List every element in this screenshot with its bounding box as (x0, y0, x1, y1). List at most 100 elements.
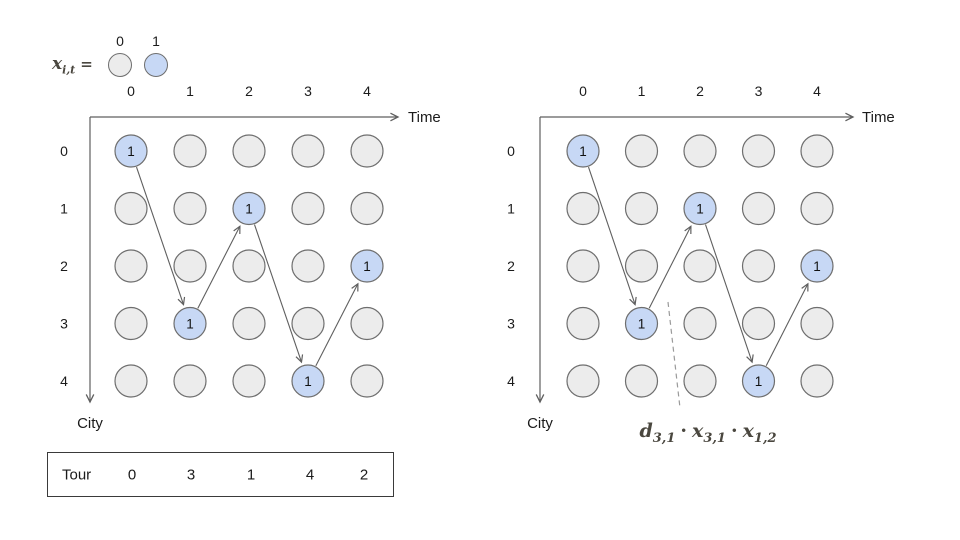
cell-city4-time0 (566, 364, 600, 398)
city-tick-2: 2 (60, 258, 68, 274)
time-tick-4: 4 (363, 83, 371, 99)
xit-legend: xi,t= 0 1 (0, 0, 200, 85)
term-subscript: 1,2 (753, 430, 777, 446)
cell-city4-time1 (624, 364, 659, 398)
formula-term-x31: x3,1 (692, 420, 726, 446)
equals-sign: = (80, 55, 93, 73)
time-tick-0: 0 (127, 83, 135, 99)
cell-city0-time1 (173, 134, 207, 168)
time-tick-3: 3 (304, 83, 312, 99)
cell-city3-time4 (350, 306, 384, 341)
cell-city3-time2 (232, 306, 266, 341)
cell-city2-time1 (173, 249, 207, 283)
cell-city1-time2 (232, 191, 266, 226)
city-tick-3: 3 (507, 316, 515, 332)
cell-city2-time4 (800, 249, 834, 283)
cell-city3-time0 (114, 306, 148, 341)
cell-city1-time0 (566, 191, 600, 226)
cell-city0-time4 (350, 134, 384, 168)
term-subscript: 3,1 (652, 430, 676, 446)
cell-value-city1-time2: 1 (696, 202, 704, 217)
term-subscript: 3,1 (703, 430, 726, 446)
cell-city3-time0 (566, 306, 600, 341)
formula-term-x12: x1,2 (742, 420, 777, 446)
cell-city2-time4 (350, 249, 384, 283)
cell-city4-time3 (291, 364, 325, 398)
tour-value-3: 4 (305, 466, 315, 483)
cell-city1-time2 (683, 191, 717, 226)
term-base: x (692, 420, 704, 442)
city-axis-label: City (527, 415, 553, 432)
cell-city2-time3 (741, 249, 776, 283)
tour-value-2: 1 (246, 466, 256, 483)
cell-city3-time4 (800, 306, 834, 341)
xit-variable: xi,t= (52, 54, 93, 76)
cell-value-city1-time2: 1 (245, 202, 253, 217)
annotation-pointer-line (667, 301, 681, 409)
cell-city3-time2 (683, 306, 717, 341)
tour-arrow-3 (315, 282, 359, 367)
tour-value-1: 3 (186, 466, 196, 483)
cell-city1-time4 (800, 191, 834, 226)
legend-value-0-label: 0 (116, 33, 124, 49)
cell-city4-time2 (683, 364, 717, 398)
cell-city2-time0 (114, 249, 148, 283)
cell-city4-time0 (114, 364, 148, 398)
city-tick-3: 3 (60, 316, 68, 332)
time-tick-2: 2 (696, 83, 704, 99)
legend-circle-1 (144, 53, 168, 77)
city-axis-label: City (77, 415, 103, 432)
city-tick-4: 4 (60, 373, 68, 389)
dot-operator: · (730, 420, 738, 442)
cell-city4-time4 (800, 364, 834, 398)
tour-value-4: 2 (359, 466, 369, 483)
cell-city1-time1 (624, 191, 659, 226)
cell-city4-time3 (741, 364, 776, 398)
cell-city2-time2 (683, 249, 717, 283)
cell-city0-time1 (624, 134, 659, 168)
time-tick-0: 0 (579, 83, 587, 99)
cell-value-city2-time4: 1 (813, 259, 821, 274)
legend-value-1-label: 1 (152, 33, 160, 49)
tour-table: Tour 0 3 1 4 2 (47, 452, 394, 497)
cell-value-city3-time1: 1 (186, 317, 194, 332)
city-tick-0: 0 (60, 143, 68, 159)
cell-city2-time3 (291, 249, 325, 283)
time-tick-1: 1 (638, 83, 646, 99)
tour-arrow-1 (648, 225, 692, 309)
cell-city1-time3 (741, 191, 776, 226)
cell-city2-time0 (566, 249, 600, 283)
cell-city2-time1 (624, 249, 659, 283)
time-tick-1: 1 (186, 83, 194, 99)
tour-arrow-3 (765, 282, 809, 367)
cell-city4-time1 (173, 364, 207, 398)
cell-city2-time2 (232, 249, 266, 283)
cell-city3-time3 (291, 306, 325, 341)
cell-value-city2-time4: 1 (363, 259, 371, 274)
cell-city4-time2 (232, 364, 266, 398)
legend-circle-0 (108, 53, 132, 77)
cell-city0-time2 (232, 134, 266, 168)
cell-city0-time4 (800, 134, 834, 168)
cell-city4-time4 (350, 364, 384, 398)
tour-table-header: Tour (62, 466, 92, 483)
tour-value-0: 0 (127, 466, 137, 483)
cell-value-city0-time0: 1 (579, 144, 587, 159)
xit-variable-subscript: i,t (62, 63, 76, 77)
cell-city0-time0 (566, 134, 600, 168)
time-tick-2: 2 (245, 83, 253, 99)
city-tick-4: 4 (507, 373, 515, 389)
cell-city1-time1 (173, 191, 207, 226)
term-base: d (639, 420, 653, 442)
term-base: x (742, 420, 754, 442)
cell-value-city4-time3: 1 (304, 374, 312, 389)
cell-city1-time0 (114, 191, 148, 226)
cell-city0-time3 (291, 134, 325, 168)
time-tick-3: 3 (755, 83, 763, 99)
dot-operator: · (680, 420, 687, 442)
cell-value-city4-time3: 1 (755, 374, 763, 389)
city-tick-2: 2 (507, 258, 515, 274)
objective-term-formula: d3,1·x3,1·x1,2 (618, 420, 798, 446)
